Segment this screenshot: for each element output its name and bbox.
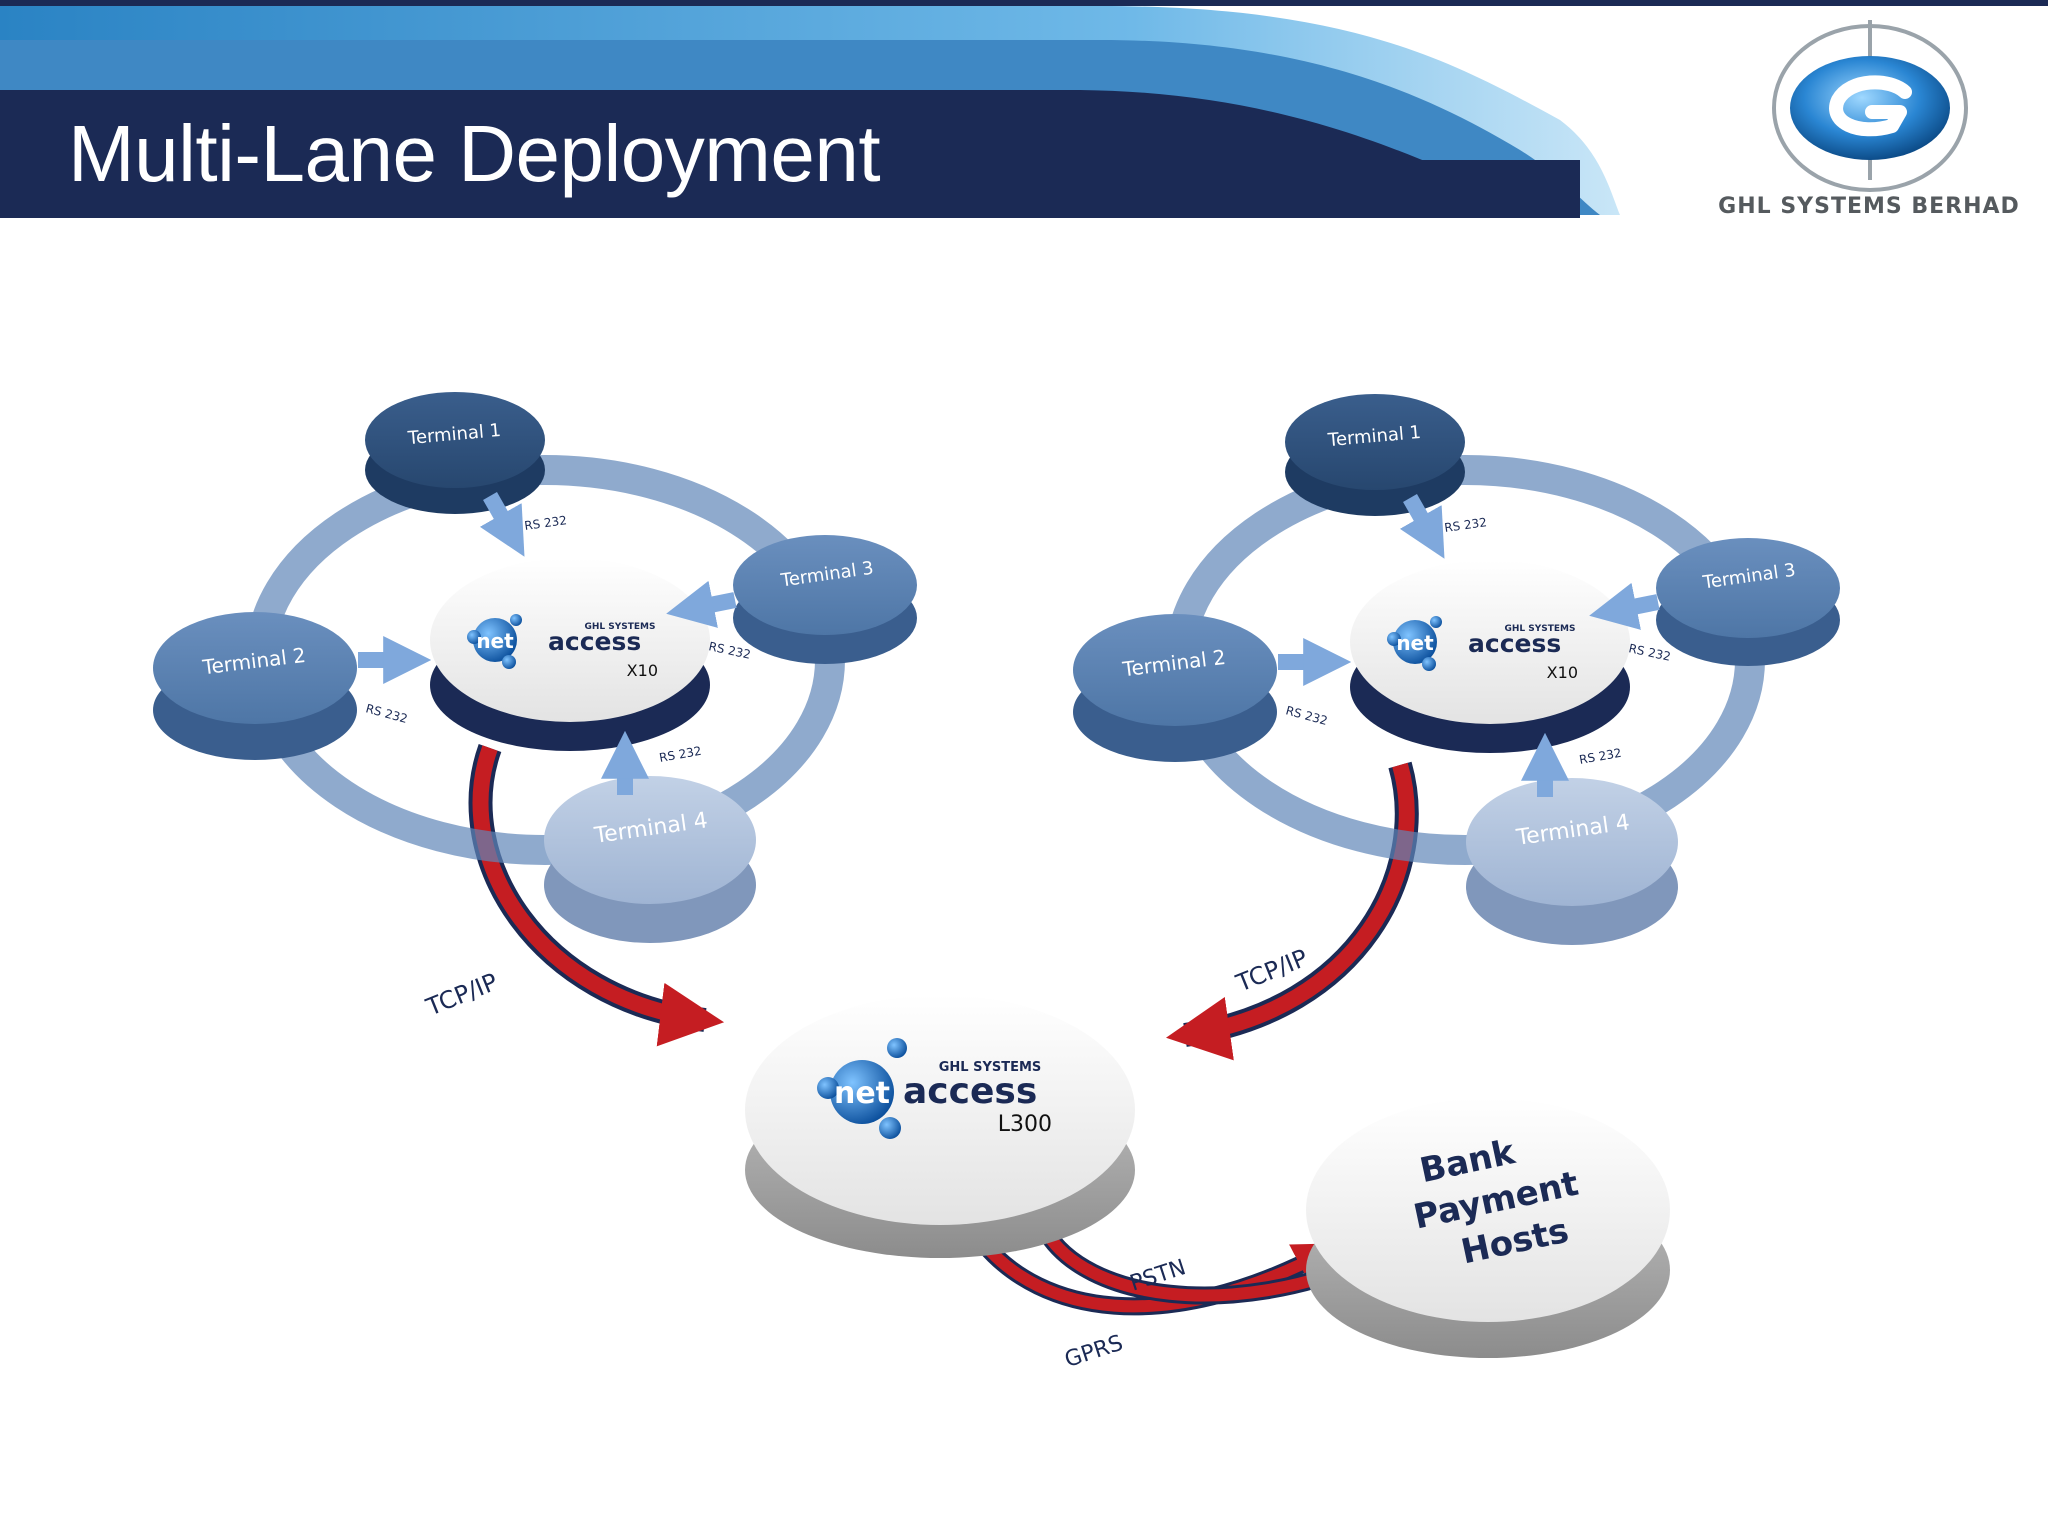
terminal-3-node: Terminal 3: [733, 535, 917, 664]
terminal-3-node: Terminal 3: [1656, 538, 1840, 666]
brand-small: GHL SYSTEMS: [1505, 624, 1576, 634]
terminal-1-node: Terminal 1: [365, 392, 545, 514]
netaccess-logo: net access GHL SYSTEMS L300: [817, 1038, 1052, 1139]
brand-net: net: [834, 1076, 890, 1111]
uplink-right: [1165, 761, 1419, 1061]
uplink-label-left: TCP/IP: [421, 968, 501, 1022]
svg-text:RS 232: RS 232: [523, 513, 567, 533]
device-model: X10: [627, 661, 658, 680]
svg-text:RS 232: RS 232: [364, 701, 409, 726]
netaccess-logo: net access GHL SYSTEMS X10: [1387, 616, 1578, 682]
rs232-arrows: [358, 492, 737, 795]
brand-access: access: [1468, 629, 1561, 658]
svg-text:RS 232: RS 232: [1627, 641, 1672, 664]
company-name: GHL SYSTEMS BERHAD: [1718, 194, 2020, 219]
terminal-2-node: Terminal 2: [153, 612, 357, 760]
cluster-left: Terminal 1 Terminal 3 Terminal 2 net acc…: [153, 392, 917, 943]
brand-small: GHL SYSTEMS: [939, 1060, 1042, 1075]
hub-node-l300: net access GHL SYSTEMS L300: [745, 995, 1135, 1258]
ghl-logo: [1772, 20, 1968, 192]
device-model: L300: [998, 1112, 1052, 1137]
device-node-x10: net access GHL SYSTEMS X10: [1350, 560, 1630, 753]
svg-text:RS 232: RS 232: [1578, 746, 1622, 767]
bank-hosts-node: Bank Payment Hosts: [1306, 1098, 1670, 1358]
brand-small: GHL SYSTEMS: [585, 622, 656, 632]
svg-text:RS 232: RS 232: [658, 744, 702, 765]
svg-text:RS 232: RS 232: [707, 639, 752, 662]
netaccess-logo: net access GHL SYSTEMS X10: [467, 614, 658, 680]
link-label-gprs: GPRS: [1062, 1331, 1126, 1373]
brand-access: access: [903, 1071, 1037, 1112]
device-model: X10: [1547, 663, 1578, 682]
svg-text:RS 232: RS 232: [1443, 515, 1487, 535]
brand-net: net: [1396, 631, 1434, 655]
page-title: Multi-Lane Deployment: [68, 109, 881, 198]
terminal-4-node: Terminal 4: [544, 776, 756, 943]
terminal-2-node: Terminal 2: [1073, 614, 1277, 762]
terminal-4-node: Terminal 4: [1466, 778, 1678, 945]
terminal-1-node: Terminal 1: [1285, 394, 1465, 516]
uplink-left: [468, 743, 725, 1047]
svg-text:RS 232: RS 232: [1284, 703, 1329, 728]
rs232-arrows: [1278, 494, 1660, 797]
brand-net: net: [476, 629, 514, 653]
brand-access: access: [548, 627, 641, 656]
cluster-right: Terminal 1 Terminal 3 Terminal 2 net acc…: [1073, 394, 1840, 945]
header-banner: [0, 0, 2048, 218]
device-node-x10: net access GHL SYSTEMS X10: [430, 558, 710, 751]
